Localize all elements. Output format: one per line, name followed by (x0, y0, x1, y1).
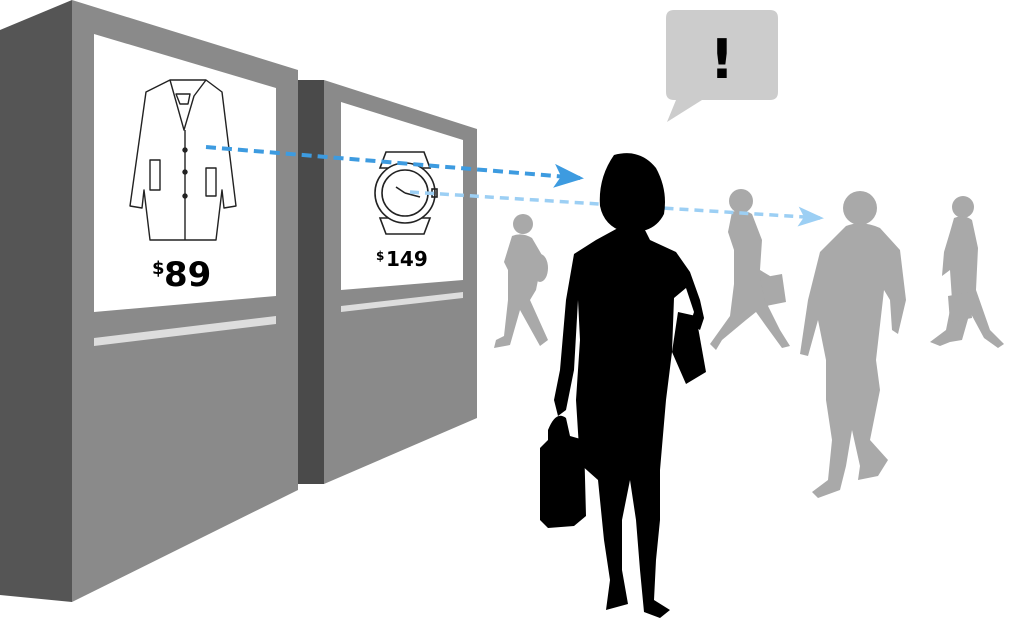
kiosk-shelf (94, 316, 276, 346)
woman-far-right-silhouette (930, 196, 1004, 348)
coat-icon (129, 79, 237, 241)
background-people (494, 189, 1004, 498)
woman-shopper-silhouette (540, 153, 706, 618)
alert-speech-bubble: ! (666, 10, 778, 122)
watch-price-value: 149 (386, 247, 428, 271)
woman-with-bag-silhouette (710, 189, 790, 350)
exclamation-icon: ! (710, 28, 735, 91)
kiosk-shelf (341, 292, 463, 312)
coat-price-value: 89 (164, 255, 211, 295)
kiosk-coat: $ 89 (0, 0, 298, 602)
man-walking-silhouette (800, 191, 906, 498)
child-walker-silhouette (494, 214, 548, 348)
watch-price-symbol: $ (376, 249, 384, 263)
gaze-arrow-watch (409, 190, 824, 227)
gaze-arrow-coat (205, 145, 584, 188)
gaze-arrows (205, 145, 824, 227)
shoulder-bag (672, 312, 706, 384)
hand-bag (540, 415, 586, 528)
kiosk-watch: $ 149 (298, 80, 477, 484)
coat-price-symbol: $ (152, 258, 165, 279)
